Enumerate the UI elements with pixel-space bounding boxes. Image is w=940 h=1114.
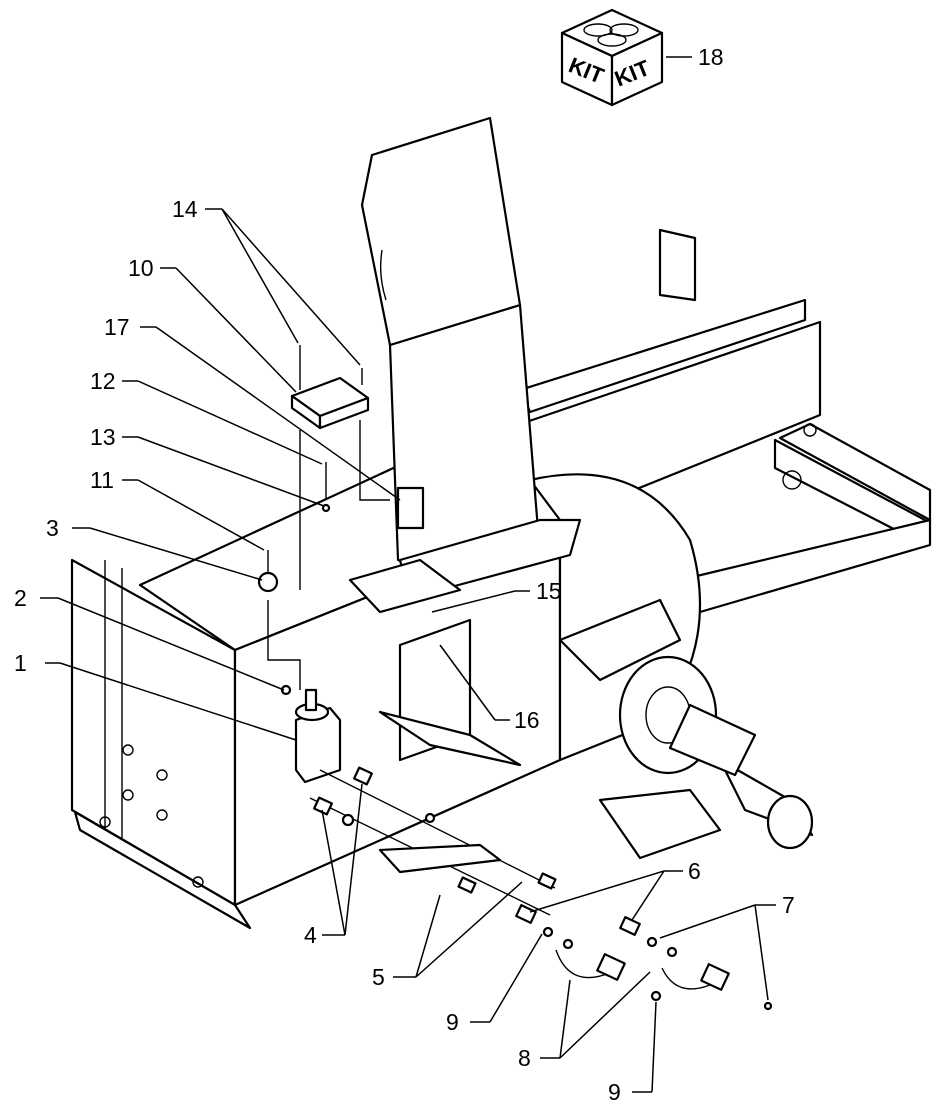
callout-labels: 1 2 3 4 5 6 7 8 9 9 10 11 12 13 14 15 16…: [14, 44, 795, 1105]
callout-11: 11: [90, 467, 114, 493]
callout-18: 18: [698, 44, 724, 70]
callout-10: 10: [128, 255, 154, 281]
leader-lines: [40, 56, 776, 1093]
callout-9a: 9: [446, 1009, 459, 1035]
callout-9b: 9: [608, 1079, 621, 1105]
hose-fittings: [309, 766, 773, 1011]
rear-frame: [518, 228, 932, 614]
callout-15: 15: [536, 578, 562, 604]
kit-box-icon: KIT KIT: [560, 8, 664, 107]
driveshaft: [598, 655, 814, 860]
callout-8: 8: [518, 1045, 531, 1071]
callout-5: 5: [372, 964, 385, 990]
callout-17: 17: [104, 314, 130, 340]
hydraulic-motor: [294, 688, 342, 784]
callout-2: 2: [14, 585, 27, 611]
callout-3: 3: [46, 515, 59, 541]
callout-4: 4: [304, 922, 317, 948]
callout-16: 16: [514, 707, 540, 733]
callout-14: 14: [172, 196, 198, 222]
callout-1: 1: [14, 650, 27, 676]
discharge-chute: [348, 116, 582, 767]
callout-6: 6: [688, 858, 701, 884]
callout-13: 13: [90, 424, 116, 450]
hardware-stack: [257, 345, 390, 696]
callout-12: 12: [90, 368, 116, 394]
callout-7: 7: [782, 892, 795, 918]
